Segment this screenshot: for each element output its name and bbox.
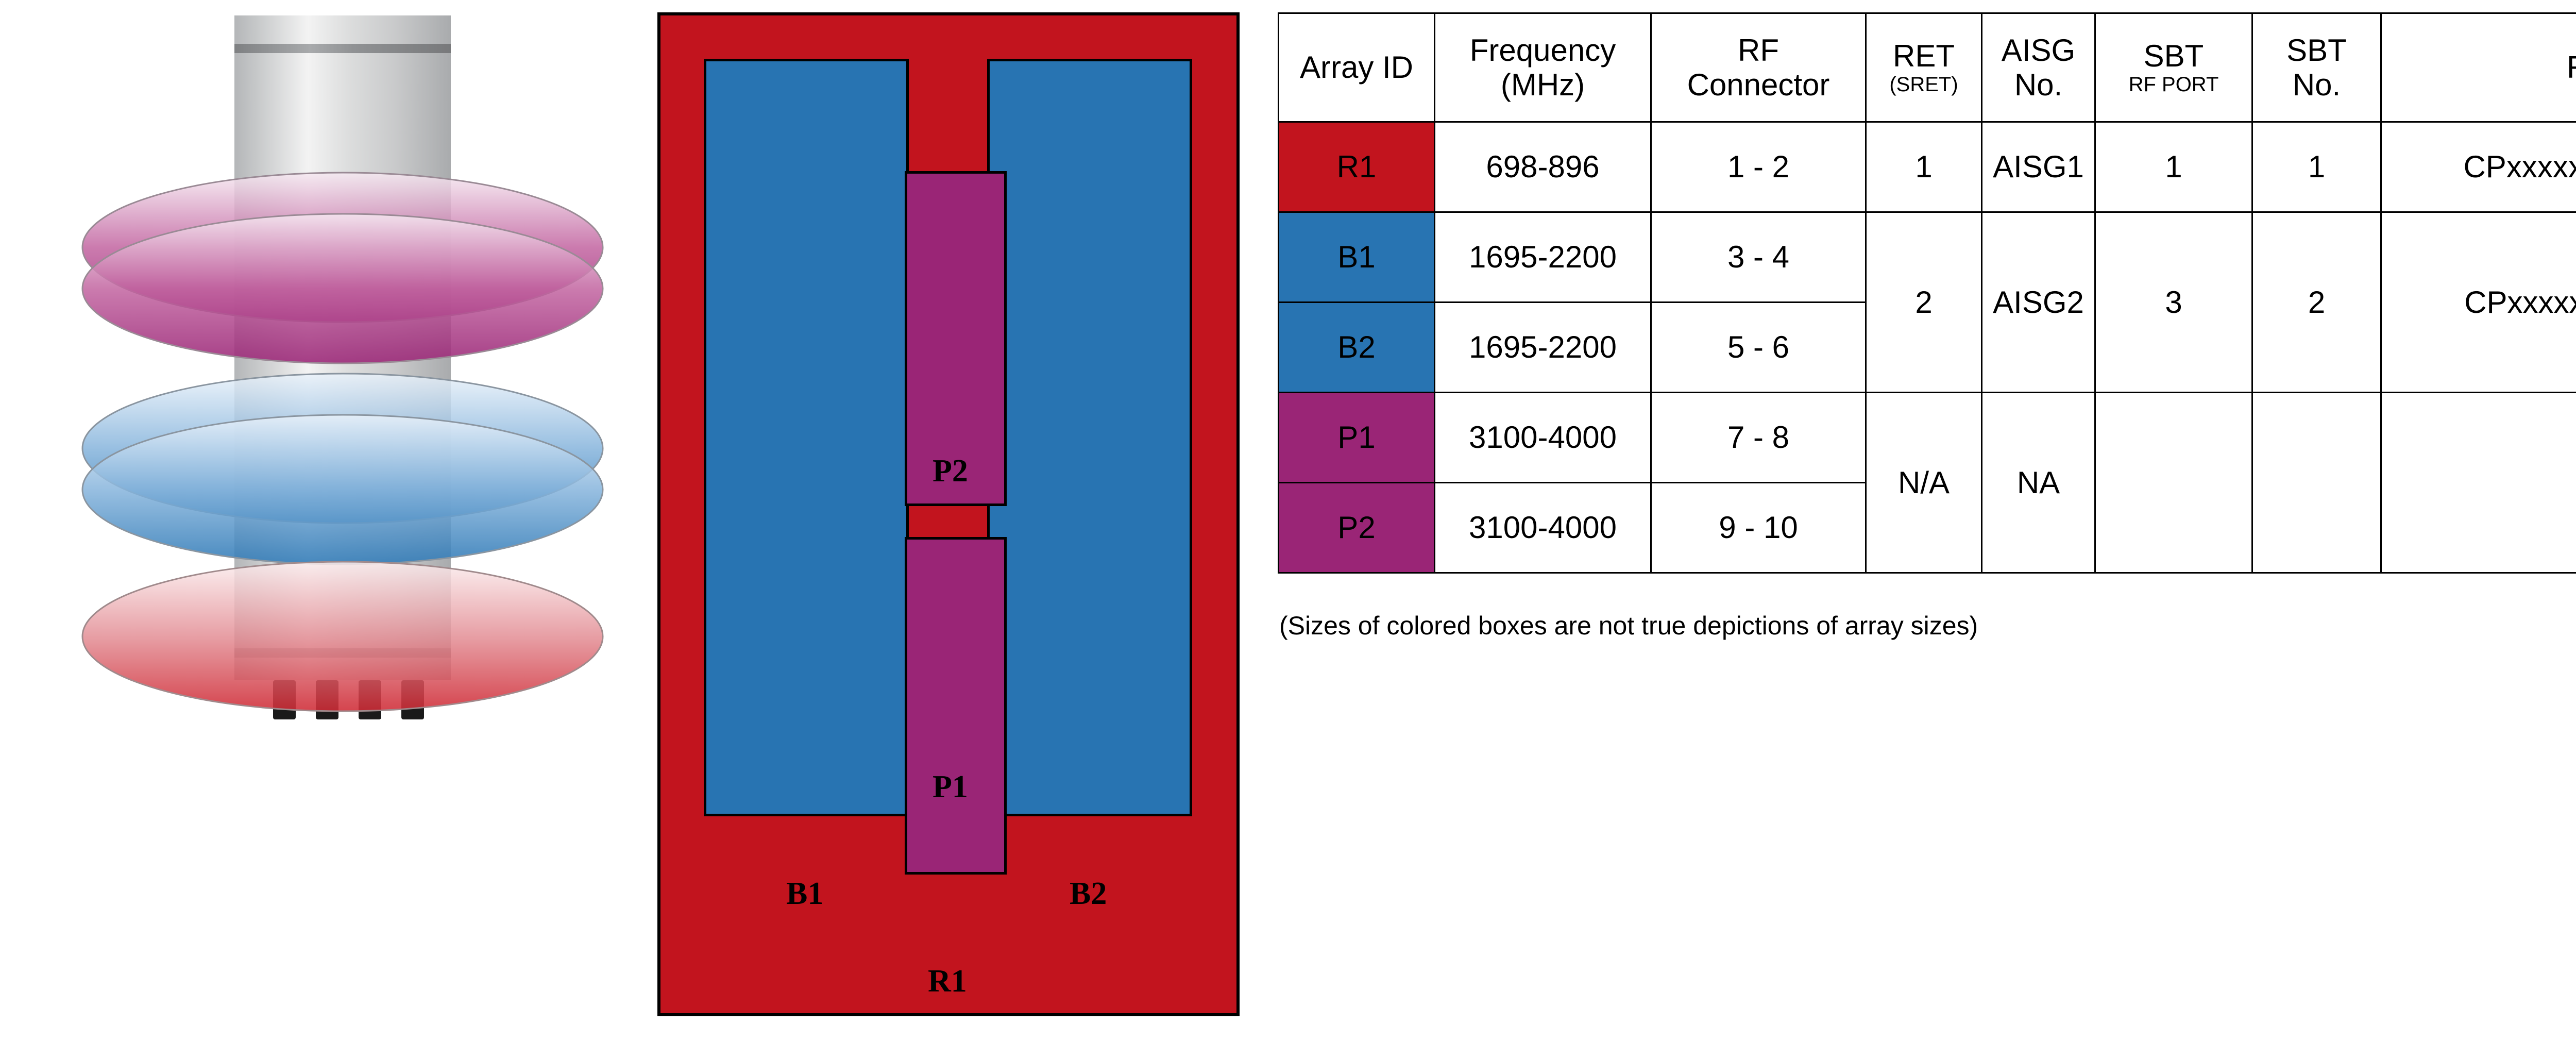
cell-rf-connector: 1 - 2 xyxy=(1650,121,1867,213)
blue-coverage-disc xyxy=(81,373,604,565)
array-label-R1: R1 xyxy=(928,964,967,999)
table-row: B1 1695-2200 3 - 4 2 AISG2 3 2 CPxxxxxxx… xyxy=(1278,211,2576,393)
column-header-sbt-no: SBT No. xyxy=(2251,12,2382,123)
array-label-P2: P2 xyxy=(933,454,968,489)
cell-frequency: 698-896 xyxy=(1434,121,1652,213)
column-header-sbt-rf-port: SBT RF PORT xyxy=(2094,12,2253,123)
cell-ret: 2 xyxy=(1865,211,1982,393)
cell-array-id: P2 xyxy=(1278,482,1435,574)
antenna-illustration xyxy=(81,15,604,719)
magenta-coverage-disc xyxy=(81,172,604,364)
cell-ret-uid: N/A xyxy=(2380,392,2576,574)
cell-frequency: 3100-4000 xyxy=(1434,482,1652,574)
cell-rf-connector: 7 - 8 xyxy=(1650,392,1867,483)
table-caption: (Sizes of colored boxes are not true dep… xyxy=(1279,611,1978,640)
cell-frequency: 1695-2200 xyxy=(1434,211,1652,303)
cell-rf-connector: 5 - 6 xyxy=(1650,301,1867,393)
cell-array-id: B2 xyxy=(1278,301,1435,393)
red-coverage-disc xyxy=(81,561,604,712)
cell-ret: 1 xyxy=(1865,121,1982,213)
cell-sbt-no xyxy=(2251,392,2382,574)
cell-ret-uid: CPxxxxxxxxxxxxxxxxB1 xyxy=(2380,211,2576,393)
array-block-B1 xyxy=(704,59,909,816)
table-row: P2 3100-4000 9 - 10 xyxy=(1278,482,2576,574)
column-header-aisg-no: AISG No. xyxy=(1981,12,2096,123)
column-header-rf-connector: RF Connector xyxy=(1650,12,1867,123)
cell-array-id: B1 xyxy=(1278,211,1435,303)
column-header-array-id: Array ID xyxy=(1278,12,1435,123)
table-row: R1 698-896 1 - 2 1 AISG1 1 1 CPxxxxxxxxx… xyxy=(1278,121,2576,213)
configuration-table-wrapper: Array ID Frequency (MHz) RF Connector RE… xyxy=(1278,12,2576,574)
cell-aisg-no: AISG1 xyxy=(1981,121,2096,213)
cell-rf-connector: 3 - 4 xyxy=(1650,211,1867,303)
column-header-frequency: Frequency (MHz) xyxy=(1434,12,1652,123)
cell-aisg-no: AISG2 xyxy=(1981,211,2096,393)
array-layout-diagram: P2 P1 B1 B2 R1 xyxy=(657,12,1240,1016)
cell-ret-uid: CPxxxxxxxxxxxxxxxxR1 xyxy=(2380,121,2576,213)
column-header-ret-uid: RET UID xyxy=(2380,12,2576,123)
cell-aisg-no: NA xyxy=(1981,392,2096,574)
cell-sbt-no: 2 xyxy=(2251,211,2382,393)
array-label-B1: B1 xyxy=(786,876,824,911)
column-header-ret: RET (SRET) xyxy=(1865,12,1982,123)
cell-frequency: 3100-4000 xyxy=(1434,392,1652,483)
cell-rf-connector: 9 - 10 xyxy=(1650,482,1867,574)
cell-array-id: R1 xyxy=(1278,121,1435,213)
table-row: P1 3100-4000 7 - 8 N/A NA N/A xyxy=(1278,392,2576,574)
cell-sbt-rf-port xyxy=(2094,392,2253,574)
table-row: B2 1695-2200 5 - 6 xyxy=(1278,301,2576,393)
array-label-P1: P1 xyxy=(933,769,968,804)
array-block-B2 xyxy=(987,59,1192,816)
cell-sbt-rf-port: 1 xyxy=(2094,121,2253,213)
array-label-B2: B2 xyxy=(1070,876,1107,911)
table-header-row: Array ID Frequency (MHz) RF Connector RE… xyxy=(1278,12,2576,123)
cell-sbt-no: 1 xyxy=(2251,121,2382,213)
cell-sbt-rf-port: 3 xyxy=(2094,211,2253,393)
cell-ret: N/A xyxy=(1865,392,1982,574)
array-block-P2 xyxy=(905,171,1007,506)
array-block-P1 xyxy=(905,537,1007,875)
array-configuration-table: Array ID Frequency (MHz) RF Connector RE… xyxy=(1278,12,2576,574)
cell-frequency: 1695-2200 xyxy=(1434,301,1652,393)
cell-array-id: P1 xyxy=(1278,392,1435,483)
